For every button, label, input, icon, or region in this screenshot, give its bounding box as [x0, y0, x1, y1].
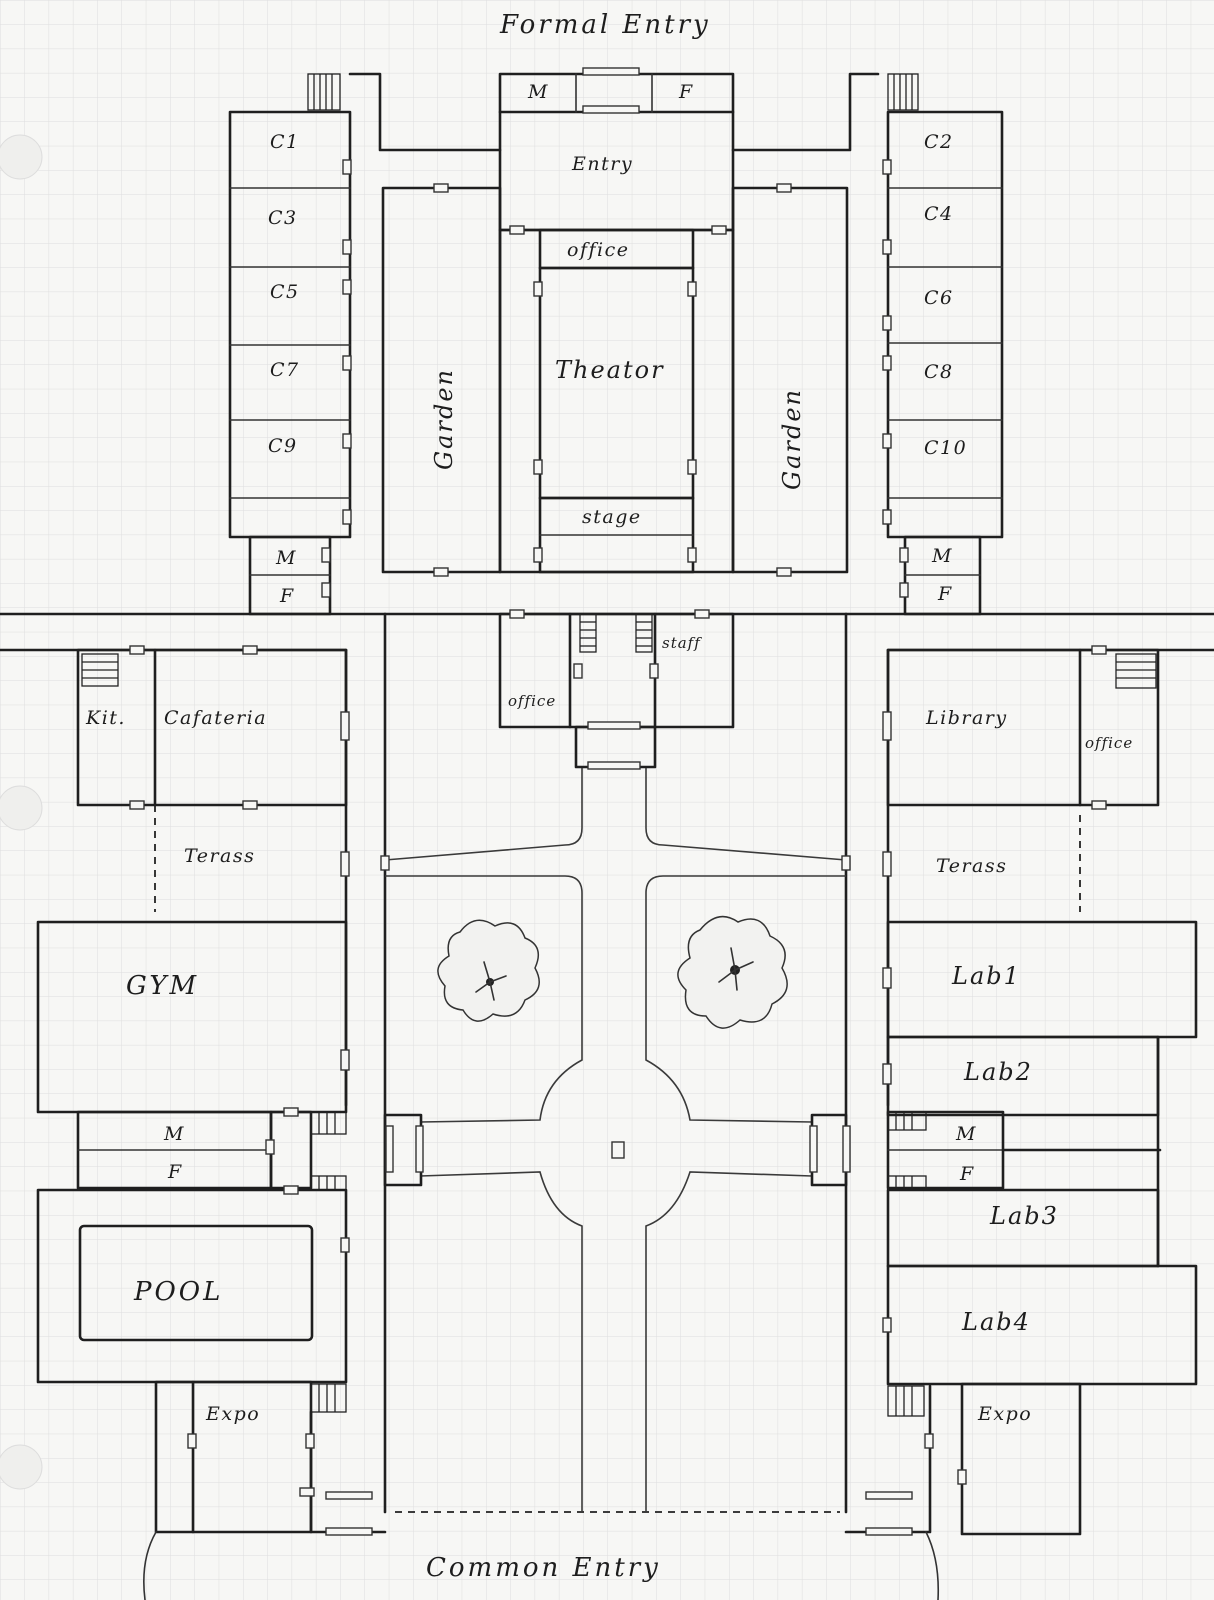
left-restroom-m-label: M [275, 547, 297, 569]
top-restroom-m-label: M [527, 81, 549, 103]
fountain-marker [611, 1141, 625, 1159]
classroom-label: C7 [270, 359, 300, 381]
classroom-label: C1 [270, 131, 300, 153]
top-restroom-f-label: F [678, 81, 694, 103]
classroom-label: C9 [268, 435, 298, 457]
pool-area-restroom-m-label: M [163, 1123, 185, 1145]
garden-right-label: Garden [778, 388, 806, 490]
left-wing [36, 645, 387, 1600]
cafeteria-label: Cafateria [164, 707, 267, 729]
pool-area-restroom-f-label: F [167, 1161, 183, 1183]
tree-left [437, 919, 540, 1022]
classroom-label: C10 [924, 437, 967, 459]
left-terrace-label: Terass [184, 845, 255, 867]
tree-right [677, 915, 788, 1029]
binder-hole [0, 785, 43, 831]
pool [78, 1224, 314, 1342]
library-office-label: office [1085, 734, 1133, 752]
garden-left-label: Garden [430, 368, 458, 470]
lab4-label: Lab4 [961, 1308, 1031, 1336]
staff-label: staff [662, 634, 702, 652]
classroom-wing-left [228, 110, 352, 616]
central-office-label: office [508, 692, 556, 710]
classroom-wing-right [882, 110, 1004, 616]
binder-hole [0, 1444, 43, 1490]
right-restroom-f-label: F [937, 583, 953, 605]
classroom-label: C6 [924, 287, 954, 309]
right-restroom-m-label: M [931, 545, 953, 567]
gym-label: GYM [126, 971, 199, 1001]
lab-area-restroom-f-label: F [959, 1163, 975, 1185]
stage-label: stage [582, 506, 642, 528]
lab2-label: Lab2 [963, 1058, 1033, 1086]
central-courtyard [380, 609, 851, 1514]
classroom-label: C8 [924, 361, 954, 383]
kitchen-label: Kit. [85, 707, 126, 729]
classroom-label: C2 [924, 131, 954, 153]
right-wing [844, 645, 1198, 1600]
classroom-label: C4 [924, 203, 954, 225]
classroom-label: C5 [270, 281, 300, 303]
left-restroom-f-label: F [279, 585, 295, 607]
expo-right [960, 1382, 1082, 1536]
theater-office-label: office [567, 239, 629, 261]
lab3-label: Lab3 [989, 1202, 1059, 1230]
theater-label: Theator [555, 356, 665, 384]
lab1-label: Lab1 [951, 962, 1021, 990]
lab-area-restroom-m-label: M [955, 1123, 977, 1145]
binder-hole [0, 134, 43, 180]
classroom-label: C3 [268, 207, 298, 229]
entry-hall-label: Entry [571, 153, 633, 175]
pool-label: POOL [133, 1277, 223, 1307]
expo-left-label: Expo [205, 1403, 260, 1425]
library-label: Library [925, 707, 1008, 729]
right-terrace-label: Terass [936, 855, 1007, 877]
expo-right-label: Expo [977, 1403, 1032, 1425]
common-entry-label: Common Entry [426, 1553, 661, 1583]
formal-entry-label: Formal Entry [499, 10, 711, 40]
top-wing [307, 67, 919, 577]
